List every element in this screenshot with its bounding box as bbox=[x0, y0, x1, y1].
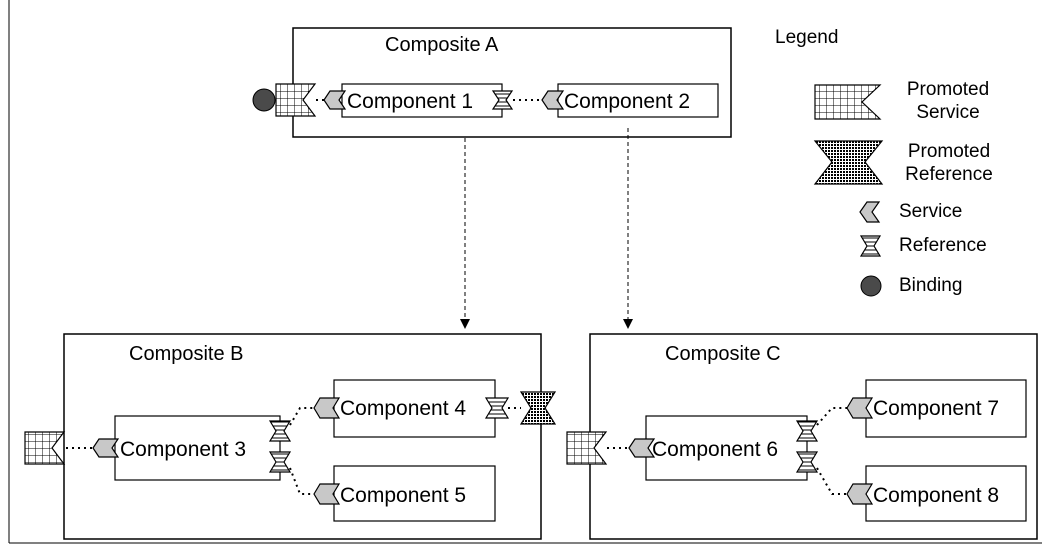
service-icon bbox=[313, 483, 341, 505]
promoted-reference-icon bbox=[519, 391, 557, 425]
legend-promoted-service-label: Promoted Service bbox=[906, 79, 990, 123]
wire bbox=[816, 467, 847, 495]
reference-icon bbox=[268, 451, 292, 473]
service-icon bbox=[846, 483, 874, 505]
promoted-service-icon bbox=[275, 83, 317, 117]
wire bbox=[816, 407, 847, 426]
component-5-label: Component 5 bbox=[340, 484, 467, 507]
component-1-label: Component 1 bbox=[347, 90, 474, 113]
legend-promoted-reference-icon bbox=[813, 140, 884, 185]
reference-icon bbox=[795, 420, 819, 442]
legend-service-icon bbox=[859, 201, 881, 223]
component-4-label: Component 4 bbox=[340, 397, 467, 420]
wire bbox=[289, 407, 314, 426]
service-icon bbox=[541, 90, 565, 110]
component-5-box bbox=[333, 465, 496, 522]
component-3-box bbox=[114, 415, 281, 481]
reference-icon bbox=[795, 451, 819, 473]
component-8-label: Component 8 bbox=[873, 484, 1000, 507]
legend-promoted-service-icon bbox=[814, 84, 882, 120]
service-icon bbox=[846, 397, 874, 419]
reference-icon bbox=[484, 397, 510, 419]
promoted-service-icon bbox=[566, 431, 608, 465]
component-3-label: Component 3 bbox=[120, 438, 247, 461]
reference-icon bbox=[491, 90, 514, 110]
composite-b-box bbox=[63, 333, 542, 540]
service-icon bbox=[313, 397, 341, 419]
binding-icon bbox=[252, 88, 276, 112]
legend-service-label: Service bbox=[899, 201, 963, 222]
legend-reference-icon bbox=[859, 235, 882, 257]
service-icon bbox=[628, 438, 656, 458]
reference-icon bbox=[268, 420, 292, 442]
composite-c-title: Composite C bbox=[665, 343, 781, 365]
legend-title: Legend bbox=[775, 27, 839, 48]
composite-a-title: Composite A bbox=[385, 34, 499, 56]
legend-promoted-reference-label: Promoted Reference bbox=[905, 141, 993, 185]
component-6-label: Component 6 bbox=[652, 438, 779, 461]
legend-reference-label: Reference bbox=[899, 235, 987, 256]
component-2-label: Component 2 bbox=[564, 90, 691, 113]
composite-a-box bbox=[292, 27, 732, 138]
service-icon bbox=[92, 438, 120, 458]
legend-binding-label: Binding bbox=[899, 275, 963, 296]
legend-binding-icon bbox=[860, 275, 882, 297]
service-icon bbox=[323, 90, 347, 110]
component-7-label: Component 7 bbox=[873, 397, 1000, 420]
promoted-service-icon bbox=[24, 431, 66, 465]
composite-b-title: Composite B bbox=[129, 343, 244, 365]
wire bbox=[289, 467, 314, 495]
